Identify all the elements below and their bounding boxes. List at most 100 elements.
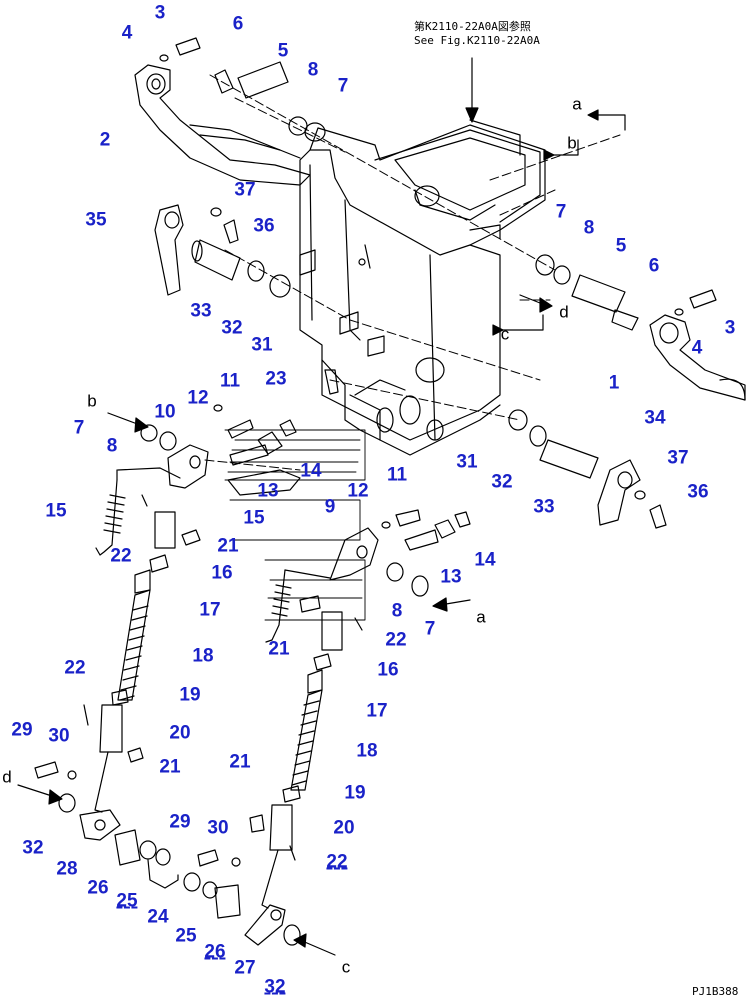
callout-8d: 8 bbox=[391, 600, 403, 622]
callout-18b: 18 bbox=[356, 740, 378, 762]
left-linkage bbox=[34, 404, 297, 919]
callout-26: 26 bbox=[87, 877, 109, 899]
pedal-right bbox=[649, 314, 746, 401]
callout-21b: 21 bbox=[268, 638, 290, 660]
callout-5: 5 bbox=[277, 40, 289, 62]
view-letter-c2: c bbox=[341, 957, 351, 977]
callout-33: 33 bbox=[190, 300, 212, 322]
callout-7b: 7 bbox=[555, 201, 567, 223]
reference-note: 第K2110-22A0A図参照 See Fig.K2110-22A0A bbox=[414, 20, 540, 48]
upper-right-small-parts bbox=[535, 254, 717, 331]
callout-22b: 22 bbox=[385, 629, 407, 651]
callout-8c: 8 bbox=[106, 435, 118, 457]
callout-20: 20 bbox=[169, 722, 191, 744]
housing bbox=[299, 119, 546, 456]
reference-note-jp: 第K2110-22A0A図参照 bbox=[414, 20, 531, 33]
callout-2: 2 bbox=[99, 129, 111, 151]
callout-36: 36 bbox=[253, 215, 275, 237]
callout-22d: 22 bbox=[326, 851, 348, 873]
callout-4: 4 bbox=[121, 22, 133, 44]
callout-35: 35 bbox=[85, 209, 107, 231]
callout-28: 28 bbox=[56, 858, 78, 880]
callout-15: 15 bbox=[45, 500, 67, 522]
callout-32b: 32 bbox=[491, 471, 513, 493]
ref-arrowhead bbox=[465, 107, 479, 123]
callout-31b: 31 bbox=[456, 451, 478, 473]
grid-boxes bbox=[224, 429, 366, 621]
callout-25: 25 bbox=[116, 890, 138, 912]
callout-13b: 13 bbox=[440, 566, 462, 588]
callout-16: 16 bbox=[211, 562, 233, 584]
callout-9: 9 bbox=[324, 496, 336, 518]
callout-36b: 36 bbox=[687, 481, 709, 503]
view-letter-d2: d bbox=[2, 767, 12, 787]
right-lower-parts bbox=[508, 409, 667, 529]
callout-15b: 15 bbox=[243, 507, 265, 529]
callout-22c: 22 bbox=[64, 657, 86, 679]
callout-30b: 30 bbox=[207, 817, 229, 839]
callout-11: 11 bbox=[219, 370, 241, 392]
callout-3: 3 bbox=[154, 2, 166, 24]
callout-19b: 19 bbox=[344, 782, 366, 804]
sensor-23 bbox=[324, 369, 339, 395]
reference-note-en: See Fig.K2110-22A0A bbox=[414, 34, 540, 47]
callout-33b: 33 bbox=[533, 496, 555, 518]
callout-29b: 29 bbox=[169, 811, 191, 833]
callout-25b: 25 bbox=[175, 925, 197, 947]
view-letter-a: a bbox=[572, 94, 582, 114]
callout-17: 17 bbox=[199, 599, 221, 621]
callout-32: 32 bbox=[221, 317, 243, 339]
arm-35 bbox=[154, 204, 239, 296]
callout-27: 27 bbox=[234, 957, 256, 979]
callout-26b: 26 bbox=[204, 941, 226, 963]
callout-18: 18 bbox=[192, 645, 214, 667]
callout-4b: 4 bbox=[691, 337, 703, 359]
drawing-code: PJ1B388 bbox=[692, 985, 739, 998]
callout-20b: 20 bbox=[333, 817, 355, 839]
callout-12: 12 bbox=[187, 387, 209, 409]
pedal-left bbox=[134, 64, 311, 186]
callout-5b: 5 bbox=[615, 235, 627, 257]
callout-17b: 17 bbox=[366, 700, 388, 722]
view-letter-b: b bbox=[567, 133, 577, 153]
callout-13: 13 bbox=[257, 480, 279, 502]
callout-8: 8 bbox=[307, 59, 319, 81]
callout-22: 22 bbox=[110, 545, 132, 567]
callout-6b: 6 bbox=[648, 255, 660, 277]
callout-10: 10 bbox=[154, 401, 176, 423]
callout-21d: 21 bbox=[159, 756, 181, 778]
callout-16b: 16 bbox=[377, 659, 399, 681]
callout-31: 31 bbox=[251, 334, 273, 356]
callout-29: 29 bbox=[11, 719, 33, 741]
callout-7d: 7 bbox=[424, 618, 436, 640]
callout-14: 14 bbox=[300, 460, 322, 482]
phantom-lines bbox=[204, 74, 621, 471]
shaft-33-left bbox=[191, 239, 291, 298]
callout-34: 34 bbox=[644, 407, 666, 429]
callout-7c: 7 bbox=[73, 417, 85, 439]
callout-23: 23 bbox=[265, 368, 287, 390]
upper-left-small-parts bbox=[159, 37, 326, 142]
callout-8b: 8 bbox=[583, 217, 595, 239]
callout-14b: 14 bbox=[474, 549, 496, 571]
callout-21c: 21 bbox=[229, 751, 251, 773]
callout-1: 1 bbox=[608, 372, 620, 394]
callout-24: 24 bbox=[147, 906, 169, 928]
callout-32d: 32 bbox=[264, 976, 286, 998]
view-arrows bbox=[17, 109, 626, 956]
view-letter-a2: a bbox=[476, 607, 486, 627]
view-letter-d: d bbox=[559, 302, 569, 322]
middle-linkage bbox=[227, 469, 471, 946]
callout-30: 30 bbox=[48, 725, 70, 747]
view-letter-b2: b bbox=[87, 391, 97, 411]
callout-32c: 32 bbox=[22, 837, 44, 859]
callout-37b: 37 bbox=[667, 447, 689, 469]
view-letter-c: c bbox=[500, 324, 510, 344]
callout-37: 37 bbox=[234, 179, 256, 201]
callout-11b: 11 bbox=[386, 464, 408, 486]
callout-6: 6 bbox=[232, 13, 244, 35]
callout-19: 19 bbox=[179, 684, 201, 706]
callout-3b: 3 bbox=[724, 317, 736, 339]
